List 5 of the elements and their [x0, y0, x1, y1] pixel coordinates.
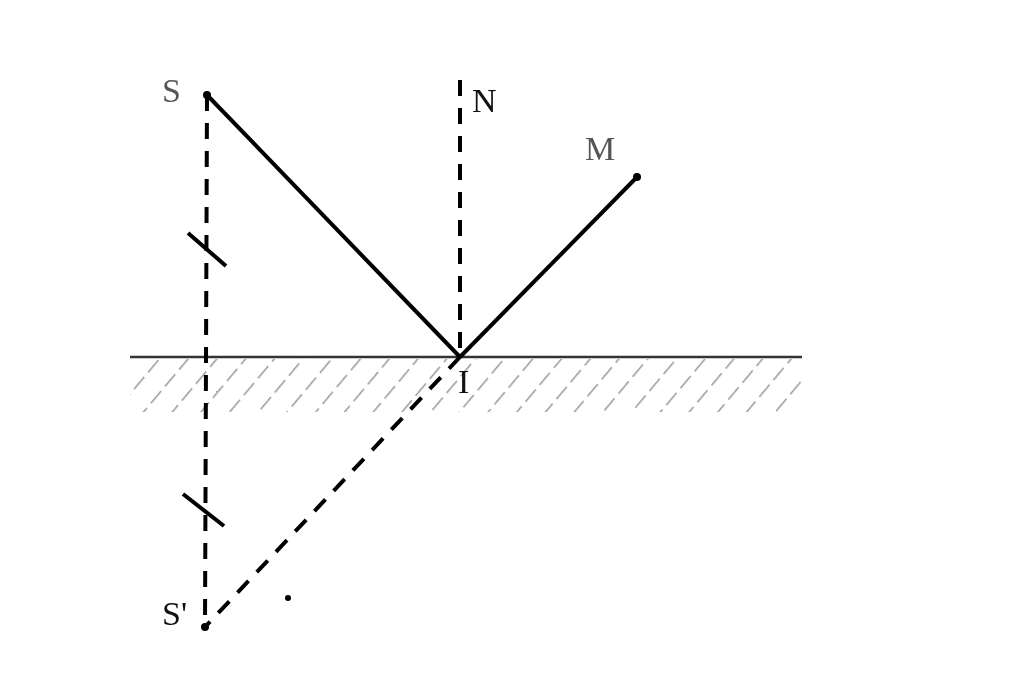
point-label: S: [162, 74, 181, 108]
point-label: N: [472, 84, 497, 118]
point-label: M: [585, 132, 616, 166]
point-label: S': [162, 597, 188, 631]
point-label: I: [458, 365, 470, 399]
